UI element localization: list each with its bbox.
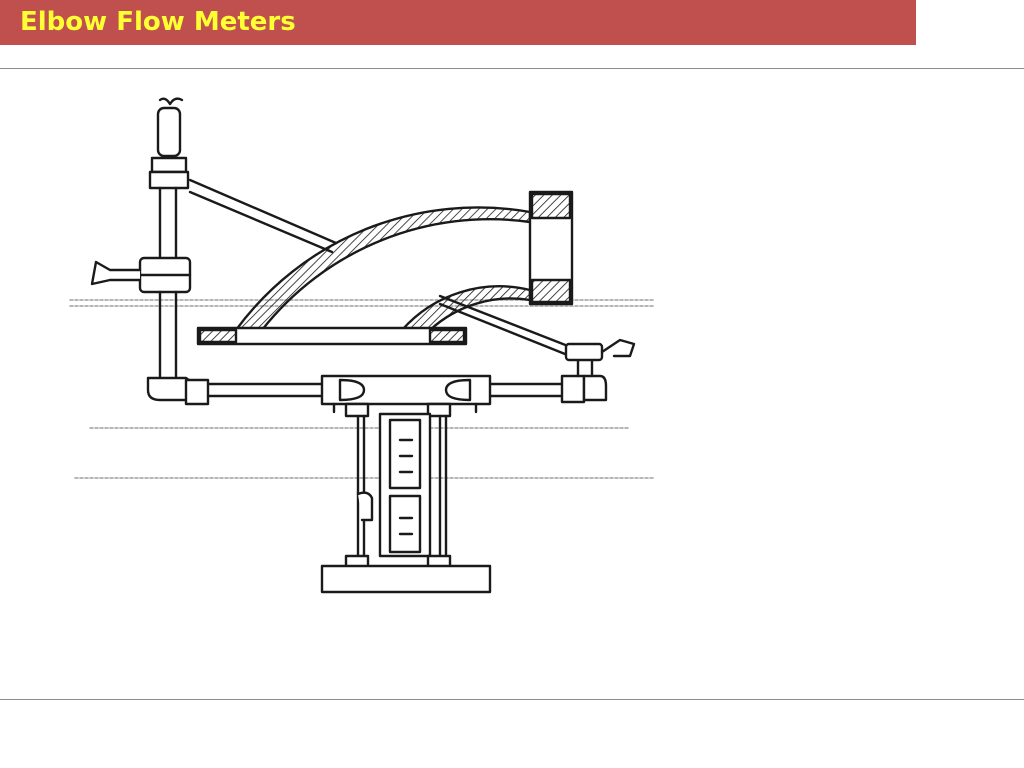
slide-title: Elbow Flow Meters bbox=[20, 7, 296, 37]
top-rule bbox=[0, 68, 1024, 69]
pressure-tap-lines bbox=[188, 178, 570, 356]
manometer-icon bbox=[320, 412, 492, 594]
title-bar bbox=[0, 0, 916, 45]
elbow-pipe bbox=[196, 190, 574, 346]
bottom-rule bbox=[0, 699, 1024, 700]
elbow-flow-meter-diagram bbox=[69, 97, 656, 594]
right-fitting bbox=[560, 338, 636, 404]
left-tube-assembly bbox=[90, 97, 210, 406]
manometer-head bbox=[320, 374, 492, 418]
connecting-pipes bbox=[206, 382, 564, 398]
